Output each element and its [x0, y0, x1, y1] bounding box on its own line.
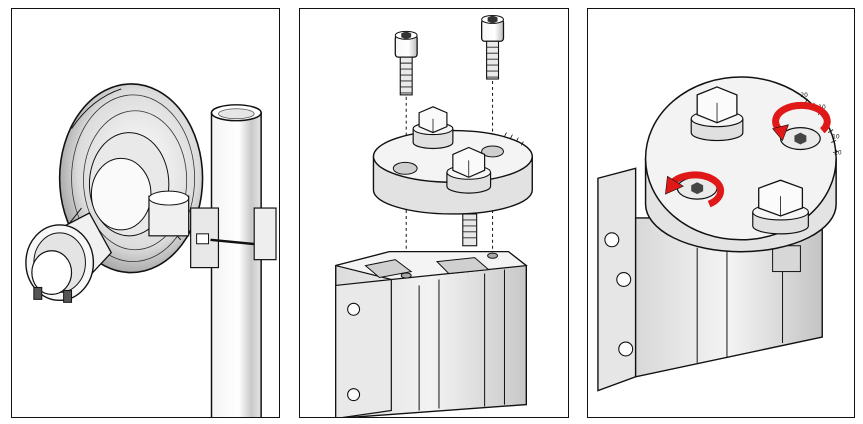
- mounting-bracket-assembled: [597, 167, 823, 392]
- cap-screw-left: [394, 30, 418, 96]
- scale-label-1: 20: [800, 92, 808, 99]
- pole-clamp-bracket: [148, 190, 277, 269]
- cap-screw-right: [480, 14, 505, 80]
- mounting-pole: [210, 104, 262, 417]
- rotation-arrow-left: [665, 171, 725, 208]
- hex-bolt-front: [446, 146, 492, 247]
- hex-bolt-top: [690, 86, 744, 142]
- bolt-assembly-illustration: [335, 14, 533, 417]
- panel-antenna-on-pole: [11, 8, 280, 418]
- rotation-arrow-right: [772, 101, 831, 142]
- antenna-feed-housing: [25, 212, 113, 303]
- mounting-bracket: [335, 251, 528, 417]
- hex-bolt-rear: [412, 106, 454, 150]
- tighten-bolts-illustration: 20 10 0 10 20: [597, 76, 842, 392]
- panel-tighten-bolts: 20 10 0 10 20: [587, 8, 855, 418]
- panel-bolt-assembly: [299, 8, 569, 418]
- scale-label-5: 20: [834, 149, 842, 156]
- antenna-on-pole-illustration: [25, 83, 277, 417]
- scale-label-2: 10: [818, 104, 826, 111]
- hex-bolt-front: [752, 179, 809, 235]
- rotation-plate-assembled: 20 10 0 10 20: [644, 76, 842, 253]
- cap-screw-head-right: [779, 127, 821, 151]
- scale-label-4: 10: [832, 134, 840, 141]
- angle-scale: [504, 132, 524, 146]
